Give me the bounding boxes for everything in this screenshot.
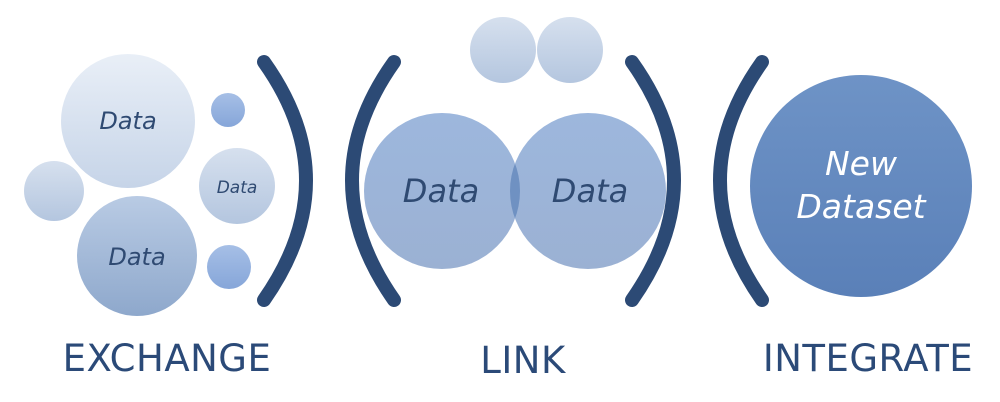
exchange-top-data-label: Data [99, 107, 156, 135]
integrate-label-line1: New [825, 144, 898, 183]
exchange-bottom-circle [77, 196, 197, 316]
exchange-left-circle [24, 161, 84, 221]
integrate-label-line2: Dataset [796, 187, 926, 226]
bracket-open-2 [713, 55, 769, 307]
exchange-tiny-circle-bottom [207, 245, 251, 289]
stage-label-integrate: INTEGRATE [763, 337, 973, 380]
link-left-data-label: Data [403, 172, 479, 210]
stage-label-exchange: EXCHANGE [63, 337, 272, 380]
bracket-close-1 [257, 55, 313, 307]
link-left-circle [364, 113, 520, 269]
exchange-large-circle [61, 54, 195, 188]
exchange-bottom-data-label: Data [108, 243, 165, 271]
stage-label-link: LINK [480, 339, 567, 382]
bracket-open-1 [345, 55, 401, 307]
link-right-data-label: Data [552, 172, 628, 210]
exchange-small-data-label: Data [217, 178, 258, 198]
link-right-circle [510, 113, 666, 269]
bracket-close-2 [625, 55, 681, 307]
integrate-new-dataset-circle [750, 75, 972, 297]
link-top-circle-left [470, 17, 536, 83]
exchange-tiny-circle-top [211, 93, 245, 127]
link-top-circle-right [537, 17, 603, 83]
exchange-small-data-circle [199, 148, 275, 224]
